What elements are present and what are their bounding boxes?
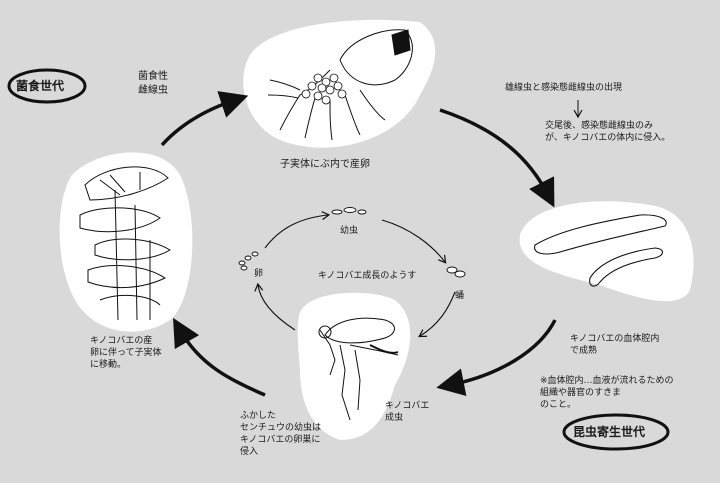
mushroom-drawing: [79, 166, 171, 321]
mushroom-blob: [59, 152, 193, 332]
egg-stage-label: 卵: [254, 269, 264, 279]
nematode-drawing: [534, 214, 667, 287]
fungivorous-nematode-label: 菌食性 雌線虫: [138, 71, 168, 96]
fungivorous-generation-title: 菌食世代: [16, 79, 65, 93]
larva-stage-label: 幼虫: [340, 226, 359, 236]
egg-shapes: [238, 251, 259, 271]
mature-in-hemocoel-label: キノコバエの血体腔内 で成熟: [570, 334, 660, 357]
fly-drawing: [318, 317, 399, 421]
larva-shapes: [331, 207, 367, 215]
pupa-shapes: [446, 266, 466, 278]
hemocoel-note: ※血体腔内…血液が流れるための 組織や器官のすきま のこと。: [540, 376, 674, 411]
after-mating-label: 交尾後、感染態雌線虫のみ が、キノコバエの体内に侵入。: [545, 121, 671, 144]
inner-arrows: [258, 215, 456, 336]
cycle-arrows: [160, 91, 557, 397]
parasitic-title-ellipse: [562, 413, 670, 451]
growth-center-label: キノコバエ成長のようす: [318, 271, 417, 281]
insect-parasitic-generation-title: 昆虫寄生世代: [573, 425, 646, 439]
oviposition-move-label: キノコバエの産 卵に伴って子実体 に移動。: [90, 336, 162, 371]
nematode-blob: [519, 201, 694, 302]
adult-fly-label: キノコバエ 成虫: [385, 401, 430, 424]
egg-laying-label: 子実体にぶ内で産卵: [280, 159, 370, 170]
pupa-stage-label: 蛹: [455, 291, 465, 301]
hatched-nematodes-label: ふかした センチュウの幼虫は キノコバエの卵巣に 侵入: [240, 411, 322, 458]
fly-blob: [297, 292, 411, 440]
fungivorous-title-ellipse: [7, 68, 87, 104]
fruitbody-drawing: [267, 29, 413, 141]
mating-appearance-label: 雄線虫と感染態雌線虫の出現: [505, 83, 623, 93]
